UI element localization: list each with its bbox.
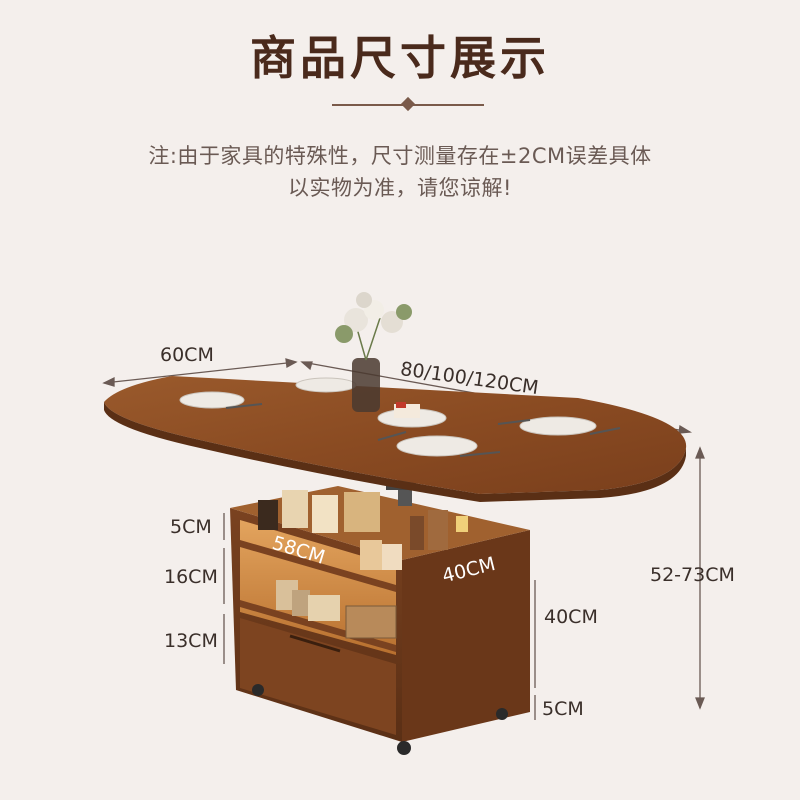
storage-cabinet — [230, 486, 530, 755]
measurement-note-line-1: 注:由于家具的特殊性，尺寸测量存在±2CM误差具体 — [148, 144, 652, 168]
caster-wheel — [496, 708, 508, 720]
arrow-head — [695, 697, 705, 710]
plate — [179, 391, 245, 409]
dimension-label-shelf-mid: 16CM — [164, 566, 218, 588]
arrow-head — [678, 424, 693, 434]
caster-wheel — [252, 684, 264, 696]
plate — [519, 416, 597, 436]
dimension-label-shelf-top: 5CM — [170, 516, 212, 538]
tableware — [179, 377, 621, 457]
arrow-head — [285, 358, 298, 369]
caster-wheel — [397, 741, 411, 755]
depth-dimension-line — [103, 361, 297, 384]
dimension-label-shelf-bottom: 13CM — [164, 630, 218, 652]
dimension-label-table-depth: 60CM — [160, 344, 214, 366]
measurement-note-line-2: 以实物为准，请您谅解! — [288, 176, 512, 200]
arrow-head — [300, 361, 313, 371]
dimension-label-cabinet-height: 40CM — [544, 606, 598, 628]
dimension-label-total-height: 52-73CM — [650, 564, 735, 586]
flower-vase — [335, 292, 412, 412]
plate — [295, 377, 357, 393]
dimension-label-caster-height: 5CM — [542, 698, 584, 720]
arrow-head — [102, 376, 115, 387]
page-title: 商品尺寸展示 — [250, 31, 550, 85]
plate — [396, 435, 478, 457]
arrow-head — [695, 446, 705, 459]
